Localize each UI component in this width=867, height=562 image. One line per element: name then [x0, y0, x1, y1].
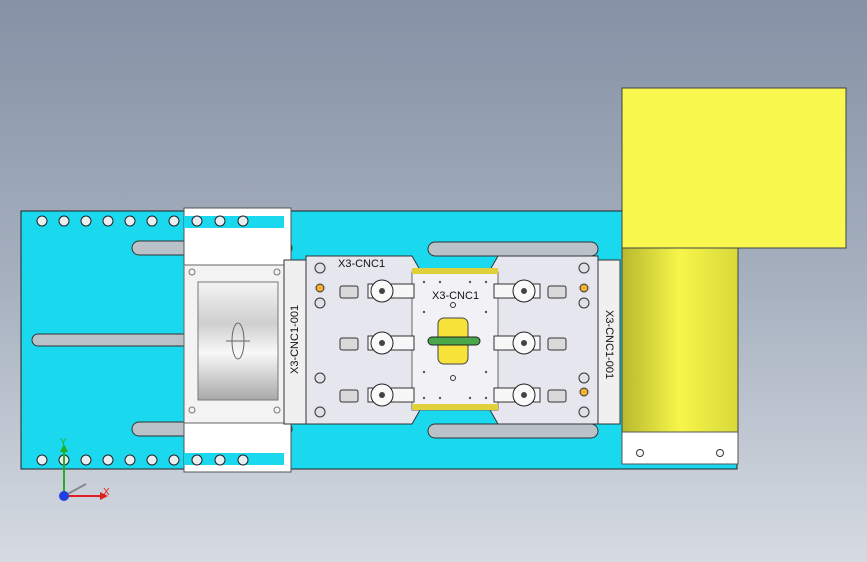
- right-block-label: X3-CNC1-001: [603, 310, 615, 380]
- coordinate-triad: [59, 444, 108, 501]
- yellow-top-block: [621, 87, 847, 249]
- right-label-block: [597, 259, 621, 425]
- motor-body: [621, 247, 739, 435]
- hole-row-bottom: [36, 454, 180, 466]
- slot-top-right: [427, 241, 599, 257]
- triad-x-label: X: [103, 487, 110, 498]
- fixture-center-label: X3-CNC1: [432, 290, 480, 302]
- slot-bottom-right: [427, 423, 599, 439]
- hole-row-top: [36, 215, 180, 227]
- triad-y-label: Y: [60, 437, 67, 448]
- fixture-top-label: X3-CNC1: [338, 258, 386, 270]
- motor-flange: [621, 431, 739, 465]
- left-block-label: X3-CNC1-001: [289, 304, 301, 374]
- main-fixture: [305, 255, 599, 425]
- left-clamp-block: [183, 207, 292, 473]
